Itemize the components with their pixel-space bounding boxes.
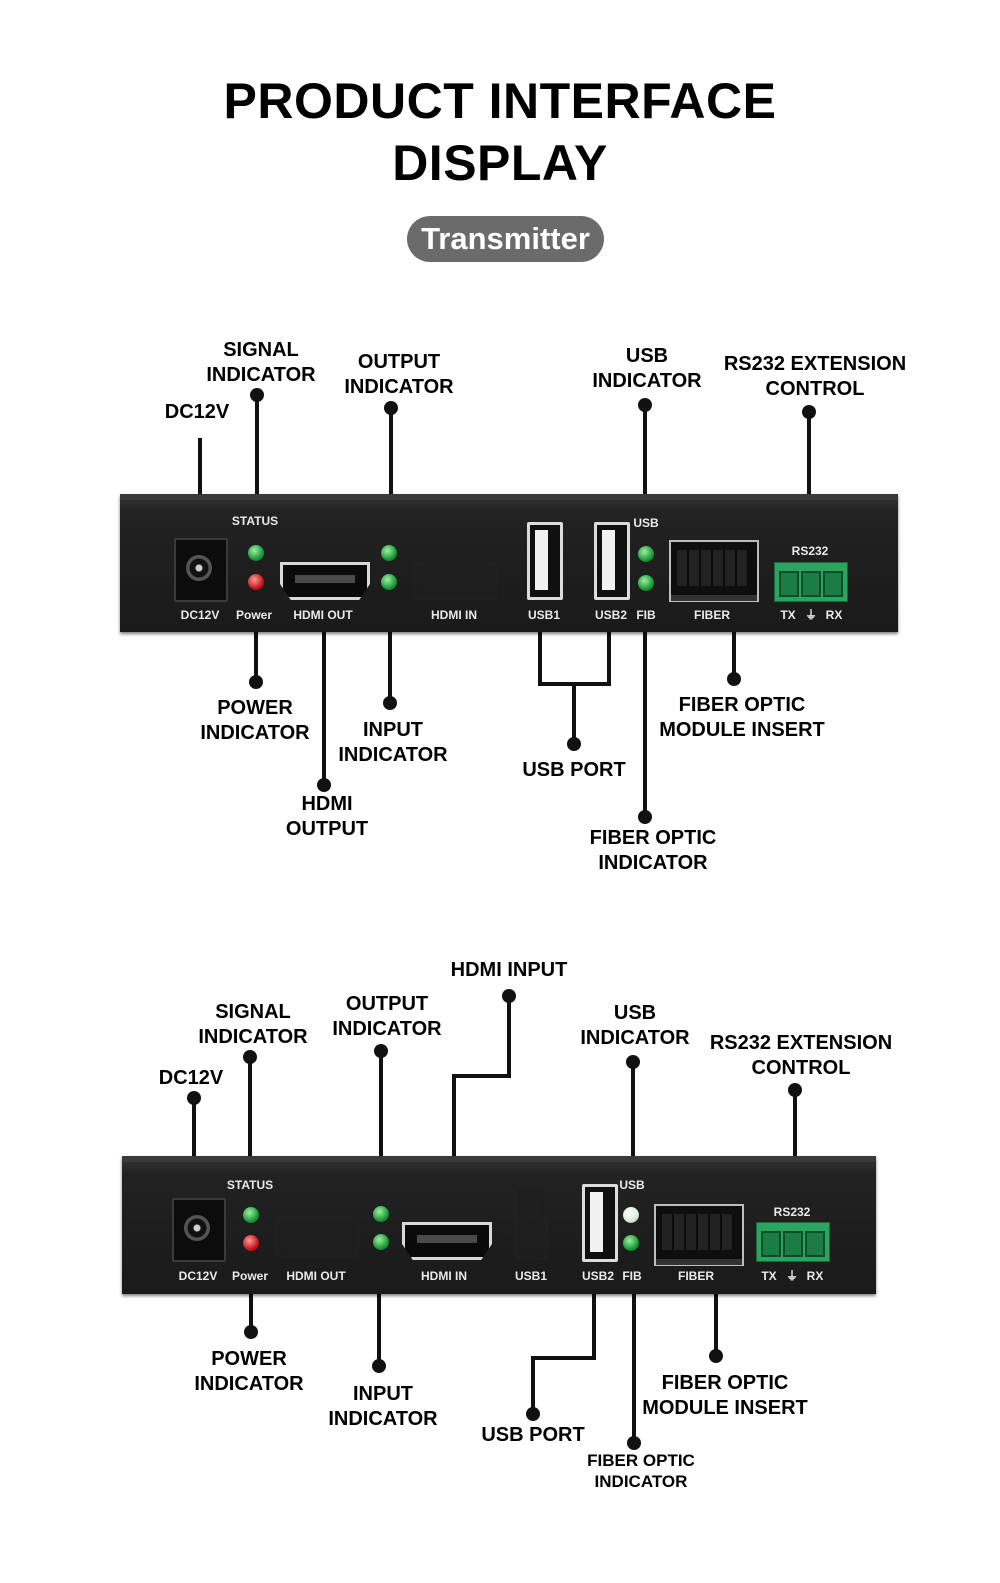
input-led: [373, 1234, 389, 1250]
callout-p2-usb-port: USB PORT: [481, 1424, 585, 1446]
transmitter-badge: Transmitter: [407, 216, 604, 262]
hdmi-in-port: [402, 1222, 492, 1260]
gnd-label: ⏚: [785, 1269, 799, 1283]
rs232-terminal-block: [774, 562, 848, 602]
hdmi-out-label: HDMI OUT: [293, 608, 353, 622]
usb-led: [638, 546, 654, 562]
callout-p1-dc12v: DC12V: [164, 401, 230, 423]
power-label: Power: [231, 1269, 269, 1283]
transmitter-front-panel-2: STATUS DC12V Power HDMI OUT HDMI IN USB1…: [122, 1156, 876, 1294]
usb2-label: USB2: [581, 1269, 615, 1283]
usb2-label: USB2: [594, 608, 628, 622]
power-label: Power: [235, 608, 273, 622]
power-led: [248, 574, 264, 590]
dc-power-jack: [174, 538, 228, 602]
usb1-port-placeholder: [514, 1184, 548, 1260]
usb-indicator-label: USB: [633, 516, 659, 530]
leader-p2-hdmi-input: [452, 996, 511, 1156]
leader-p1-usb-port: [538, 632, 611, 744]
output-led: [381, 545, 397, 561]
usb-led: [623, 1207, 639, 1223]
fiber-label: FIBER: [694, 608, 730, 622]
signal-led: [248, 545, 264, 561]
usb1-port: [527, 522, 563, 600]
fib-label: FIB: [636, 608, 656, 622]
tx-label: TX: [780, 608, 796, 622]
usb2-port: [582, 1184, 618, 1262]
dc-label: DC12V: [180, 608, 220, 622]
fiber-module-slot: [669, 540, 759, 602]
hdmi-out-label: HDMI OUT: [286, 1269, 346, 1283]
fiber-label: FIBER: [678, 1269, 714, 1283]
usb2-port: [594, 522, 630, 600]
status-label: STATUS: [231, 514, 279, 528]
fiber-led: [623, 1235, 639, 1251]
page-title-line-1: PRODUCT INTERFACE: [223, 73, 777, 129]
rs232-terminal-block: [756, 1222, 830, 1262]
leader-p2-usb-port: [531, 1294, 596, 1414]
rs232-label: RS232: [791, 544, 829, 558]
hdmi-in-port-placeholder: [412, 562, 498, 600]
callout-p2-dc12v: DC12V: [158, 1067, 224, 1089]
hdmi-in-label: HDMI IN: [421, 1269, 467, 1283]
callout-p2-hdmi-input: HDMI INPUT: [450, 959, 568, 981]
rs232-label: RS232: [773, 1205, 811, 1219]
power-led: [243, 1235, 259, 1251]
gnd-label: ⏚: [804, 608, 818, 622]
callout-p1-usb-port: USB PORT: [522, 759, 626, 781]
output-led: [373, 1206, 389, 1222]
usb1-label: USB1: [514, 1269, 548, 1283]
signal-led: [243, 1207, 259, 1223]
page-title-line-2: DISPLAY: [392, 135, 608, 191]
usb-indicator-label: USB: [619, 1178, 645, 1192]
fiber-module-slot: [654, 1204, 744, 1266]
transmitter-front-panel-1: STATUS DC12V Power HDMI OUT HDMI IN USB1…: [120, 494, 898, 632]
usb1-label: USB1: [527, 608, 561, 622]
hdmi-in-label: HDMI IN: [431, 608, 477, 622]
status-label: STATUS: [226, 1178, 274, 1192]
hdmi-out-port-placeholder: [275, 1218, 359, 1258]
fib-label: FIB: [622, 1269, 642, 1283]
rx-label: RX: [825, 608, 843, 622]
dc-power-jack: [172, 1198, 226, 1262]
dc-label: DC12V: [178, 1269, 218, 1283]
fiber-led: [638, 575, 654, 591]
rx-label: RX: [806, 1269, 824, 1283]
hdmi-out-port: [280, 562, 370, 600]
input-led: [381, 574, 397, 590]
tx-label: TX: [761, 1269, 777, 1283]
